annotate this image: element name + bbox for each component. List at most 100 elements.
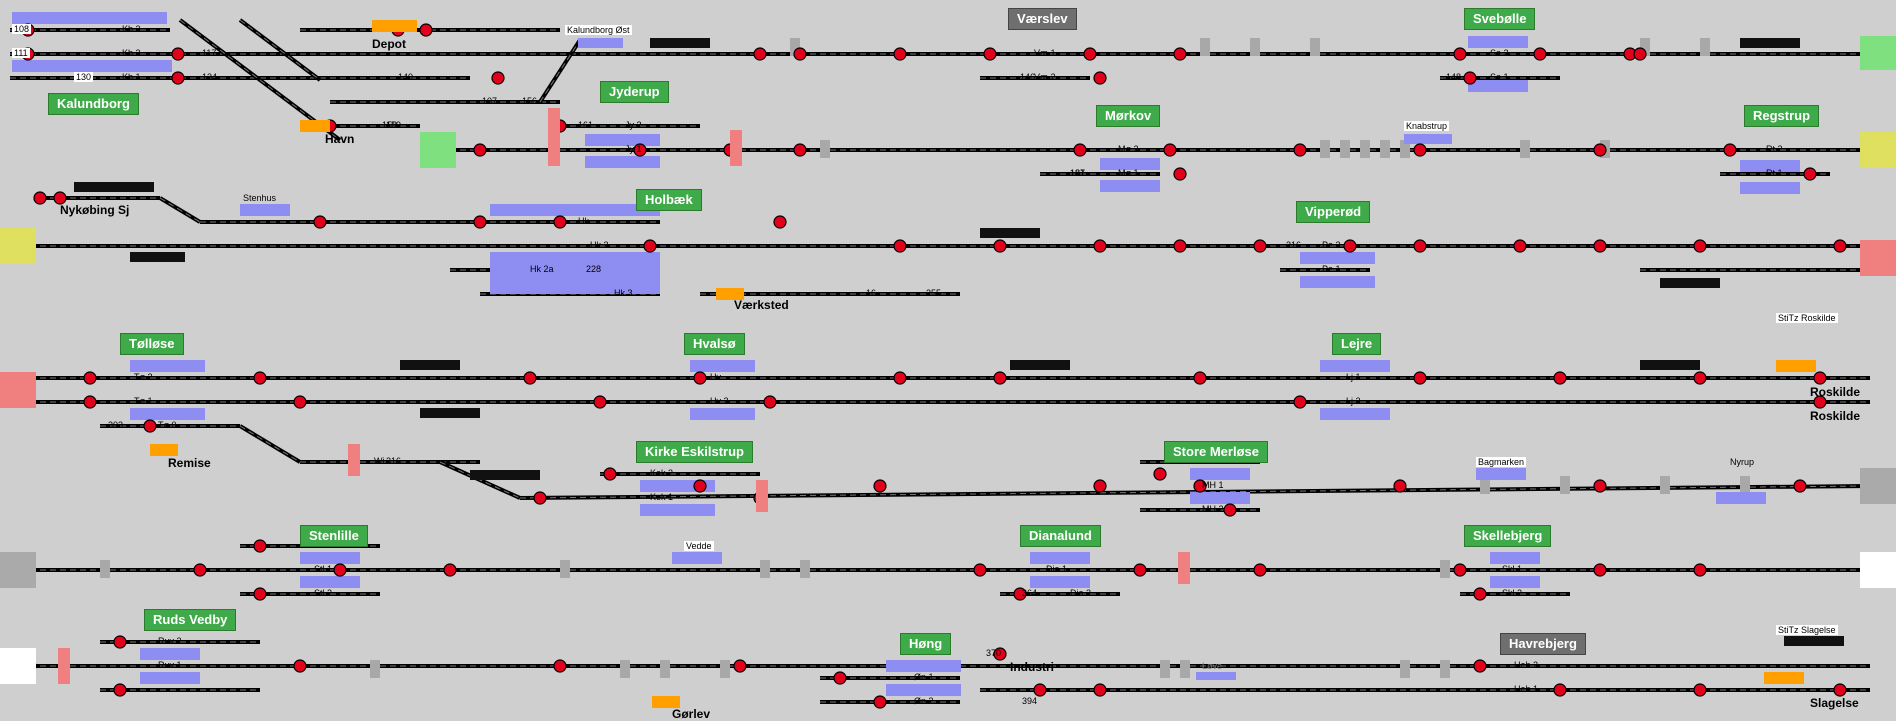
signal-aspect[interactable] [171,71,185,85]
signal-aspect[interactable] [1163,143,1177,157]
signal-aspect[interactable] [443,563,457,577]
signal-aspect[interactable] [1833,683,1847,697]
signal-aspect[interactable] [83,371,97,385]
signal-aspect[interactable] [973,563,987,577]
signal-aspect[interactable] [333,563,347,577]
station-label-skellebjerg[interactable]: Skellebjerg [1464,525,1552,547]
signal-aspect[interactable] [553,659,567,673]
signal-aspect[interactable] [1513,239,1527,253]
signal-aspect[interactable] [1723,143,1737,157]
signal-aspect[interactable] [1693,683,1707,697]
signal-aspect[interactable] [1473,587,1487,601]
station-label-jyderup[interactable]: Jyderup [600,81,669,103]
signal-aspect[interactable] [633,143,647,157]
station-label-holbaek[interactable]: Holbæk [636,189,702,211]
signal-aspect[interactable] [1593,143,1607,157]
signal-aspect[interactable] [603,467,617,481]
signal-aspect[interactable] [833,671,847,685]
signal-aspect[interactable] [1033,683,1047,697]
signal-aspect[interactable] [83,395,97,409]
station-label-dianalund[interactable]: Dianalund [1020,525,1101,547]
signal-aspect[interactable] [523,371,537,385]
signal-aspect[interactable] [1193,479,1207,493]
signal-aspect[interactable] [553,215,567,229]
signal-aspect[interactable] [893,47,907,61]
signal-aspect[interactable] [1083,47,1097,61]
signal-aspect[interactable] [1173,167,1187,181]
signal-aspect[interactable] [1153,467,1167,481]
signal-aspect[interactable] [253,371,267,385]
signal-aspect[interactable] [491,71,505,85]
signal-aspect[interactable] [1173,239,1187,253]
station-label-lejre[interactable]: Lejre [1332,333,1382,355]
signal-aspect[interactable] [1093,71,1107,85]
signal-aspect[interactable] [763,395,777,409]
signal-aspect[interactable] [1453,563,1467,577]
signal-aspect[interactable] [1093,239,1107,253]
station-label-tollose[interactable]: Tølløse [120,333,184,355]
signal-aspect[interactable] [873,695,887,709]
signal-aspect[interactable] [893,239,907,253]
station-label-ruds-vedby[interactable]: Ruds Vedby [144,609,237,631]
station-label-morkov[interactable]: Mørkov [1096,105,1161,127]
signal-aspect[interactable] [1253,239,1267,253]
station-label-vaerslev[interactable]: Værslev [1008,8,1077,30]
signal-aspect[interactable] [1293,143,1307,157]
signal-aspect[interactable] [1553,371,1567,385]
signal-aspect[interactable] [693,479,707,493]
signal-aspect[interactable] [1293,395,1307,409]
signal-aspect[interactable] [1473,659,1487,673]
signal-aspect[interactable] [893,371,907,385]
station-label-regstrup[interactable]: Regstrup [1744,105,1820,127]
signal-aspect[interactable] [1793,479,1807,493]
station-label-hong[interactable]: Høng [900,633,952,655]
station-label-store-merlose[interactable]: Store Merløse [1164,441,1268,463]
signal-aspect[interactable] [1093,683,1107,697]
signal-aspect[interactable] [33,191,47,205]
signal-aspect[interactable] [1073,143,1087,157]
signal-aspect[interactable] [1343,239,1357,253]
signal-aspect[interactable] [1593,479,1607,493]
signal-aspect[interactable] [983,47,997,61]
signal-aspect[interactable] [1693,563,1707,577]
signal-aspect[interactable] [993,647,1007,661]
signal-aspect[interactable] [1393,479,1407,493]
signal-aspect[interactable] [1453,47,1467,61]
signal-aspect[interactable] [1223,503,1237,517]
signal-aspect[interactable] [113,683,127,697]
signal-aspect[interactable] [1833,239,1847,253]
signal-aspect[interactable] [533,491,547,505]
signal-aspect[interactable] [793,143,807,157]
signal-aspect[interactable] [793,47,807,61]
station-label-hvalso[interactable]: Hvalsø [684,333,745,355]
signal-aspect[interactable] [1533,47,1547,61]
signal-aspect[interactable] [53,191,67,205]
station-label-vipperod[interactable]: Vipperød [1296,201,1371,223]
signal-aspect[interactable] [773,215,787,229]
signal-aspect[interactable] [473,143,487,157]
signal-aspect[interactable] [1193,371,1207,385]
signal-aspect[interactable] [253,587,267,601]
signal-aspect[interactable] [143,419,157,433]
signal-aspect[interactable] [171,47,185,61]
signal-aspect[interactable] [643,239,657,253]
signal-aspect[interactable] [593,395,607,409]
signal-aspect[interactable] [733,659,747,673]
signal-aspect[interactable] [193,563,207,577]
signal-aspect[interactable] [1553,683,1567,697]
signal-aspect[interactable] [993,239,1007,253]
signal-aspect[interactable] [1803,167,1817,181]
signal-aspect[interactable] [1593,239,1607,253]
signal-aspect[interactable] [873,479,887,493]
station-label-havrebjerg[interactable]: Havrebjerg [1500,633,1586,655]
signal-aspect[interactable] [1633,47,1647,61]
signal-aspect[interactable] [313,215,327,229]
signal-aspect[interactable] [1093,479,1107,493]
signal-aspect[interactable] [293,395,307,409]
signal-aspect[interactable] [693,371,707,385]
signal-aspect[interactable] [1413,239,1427,253]
signal-aspect[interactable] [1693,371,1707,385]
signal-aspect[interactable] [1173,47,1187,61]
signal-aspect[interactable] [293,659,307,673]
signal-aspect[interactable] [1693,239,1707,253]
